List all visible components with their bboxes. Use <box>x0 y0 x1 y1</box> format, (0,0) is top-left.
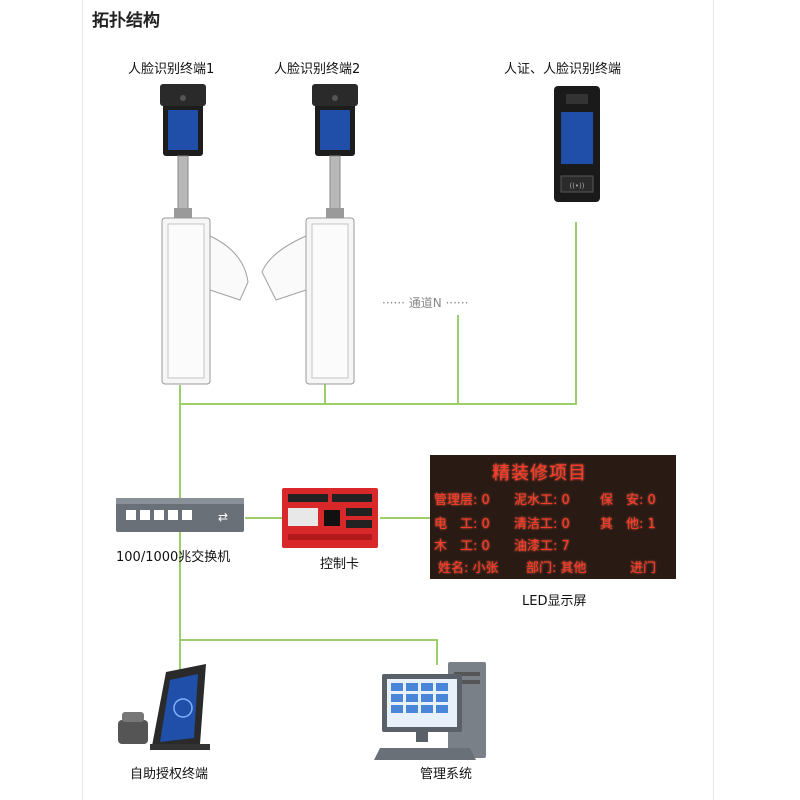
management-system <box>374 662 486 760</box>
svg-text:⇄: ⇄ <box>218 510 228 524</box>
svg-text:((•)): ((•)) <box>569 182 584 190</box>
led-cell: 进门 <box>630 561 657 576</box>
label-id-face-terminal: 人证、人脸识别终端 <box>504 62 622 77</box>
label-switch: 100/1000兆交换机 <box>116 550 231 565</box>
label-management-system: 管理系统 <box>420 767 473 782</box>
led-cell: 其 他: 1 <box>600 517 656 532</box>
led-cell: 保 安: 0 <box>600 493 656 508</box>
page-frame <box>82 0 714 800</box>
network-switch: ⇄ <box>116 498 244 532</box>
led-cell: 木 工: 0 <box>434 539 490 554</box>
self-auth-terminal <box>118 664 210 750</box>
led-cell: 清洁工: 0 <box>514 517 570 532</box>
led-cell: 管理层: 0 <box>434 493 490 508</box>
label-channel: ······ 通道N ······ <box>382 296 469 310</box>
connector-lines <box>179 222 577 705</box>
label-face-terminal-2: 人脸识别终端2 <box>274 62 361 77</box>
face-terminal-2 <box>312 84 358 218</box>
turnstile-gate-1 <box>161 217 249 385</box>
label-control-card: 控制卡 <box>320 557 360 572</box>
led-cell: 部门: 其他 <box>526 561 587 576</box>
led-display-screen: 精装修项目 管理层: 0 泥水工: 0 保 安: 0 电 工: 0 清洁工: 0… <box>430 455 676 579</box>
id-face-terminal: ((•)) <box>554 86 600 202</box>
led-cell: 姓名: 小张 <box>438 561 499 576</box>
label-led-screen: LED显示屏 <box>522 594 587 609</box>
led-cell: 电 工: 0 <box>434 517 490 532</box>
connector-mgmt <box>180 639 438 665</box>
label-face-terminal-1: 人脸识别终端1 <box>128 62 215 77</box>
label-self-auth-terminal: 自助授权终端 <box>130 767 209 782</box>
turnstile-gate-2 <box>261 217 355 385</box>
led-cell: 泥水工: 0 <box>514 493 570 508</box>
diagram-title: 拓扑结构 <box>92 11 160 31</box>
led-title: 精装修项目 <box>492 463 587 484</box>
face-terminal-1 <box>160 84 206 218</box>
connector-top-bus <box>180 222 577 405</box>
control-card <box>282 488 378 548</box>
led-cell: 油漆工: 7 <box>514 539 570 554</box>
